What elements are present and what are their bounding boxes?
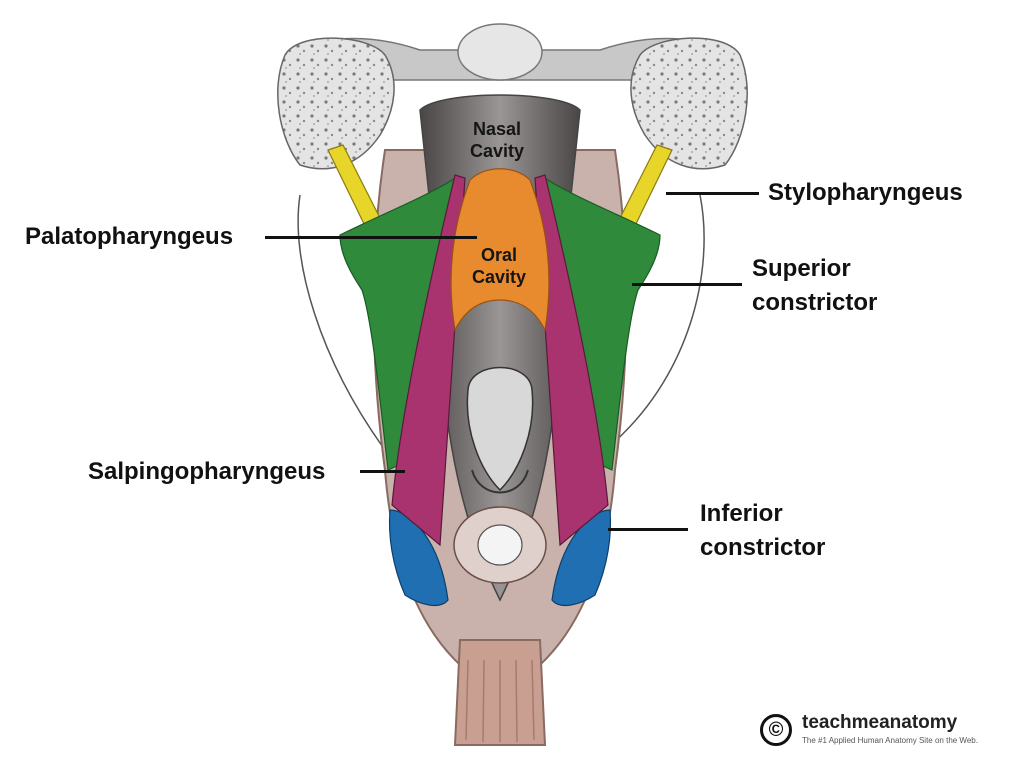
copyright-icon: © [760, 714, 792, 746]
palatopharyngeus [450, 168, 550, 332]
inferior-constrictor-leader [608, 528, 688, 531]
inferior-constrictor-label: Inferior constrictor [700, 500, 826, 561]
nasal-cavity-label: Nasal Cavity [469, 119, 525, 161]
stylopharyngeus-leader [666, 192, 759, 195]
salpingopharyngeus-label: Salpingopharyngeus [88, 458, 326, 485]
salpingopharyngeus-leader [360, 470, 405, 473]
salpingopharyngeus-left [391, 174, 466, 547]
stylopharyngeus-right [617, 144, 673, 231]
oral-cavity-label: Oral Cavity [471, 245, 527, 287]
superior-constrictor-right [544, 176, 661, 471]
outline-right [604, 194, 705, 451]
superior-constrictor-leader [632, 283, 742, 286]
palatopharyngeus-label: Palatopharyngeus [25, 223, 234, 250]
outline-left [297, 194, 386, 451]
stylopharyngeus-label: Stylopharyngeus [768, 179, 963, 206]
logo-tagline: The #1 Applied Human Anatomy Site on the… [802, 736, 978, 745]
epiglottis [466, 366, 534, 492]
logo-name: teachmeanatomy [802, 712, 958, 733]
temporal-bone-right [630, 37, 748, 170]
teachmeanatomy-logo: © teachmeanatomy The #1 Applied Human An… [760, 712, 1020, 752]
salpingopharyngeus-right [534, 174, 609, 547]
vertebra-body [457, 23, 543, 81]
temporal-bone-left [277, 37, 395, 170]
superior-constrictor-label: Superior constrictor [752, 255, 878, 316]
superior-constrictor-left [339, 176, 456, 471]
palatopharyngeus-leader [265, 236, 477, 239]
